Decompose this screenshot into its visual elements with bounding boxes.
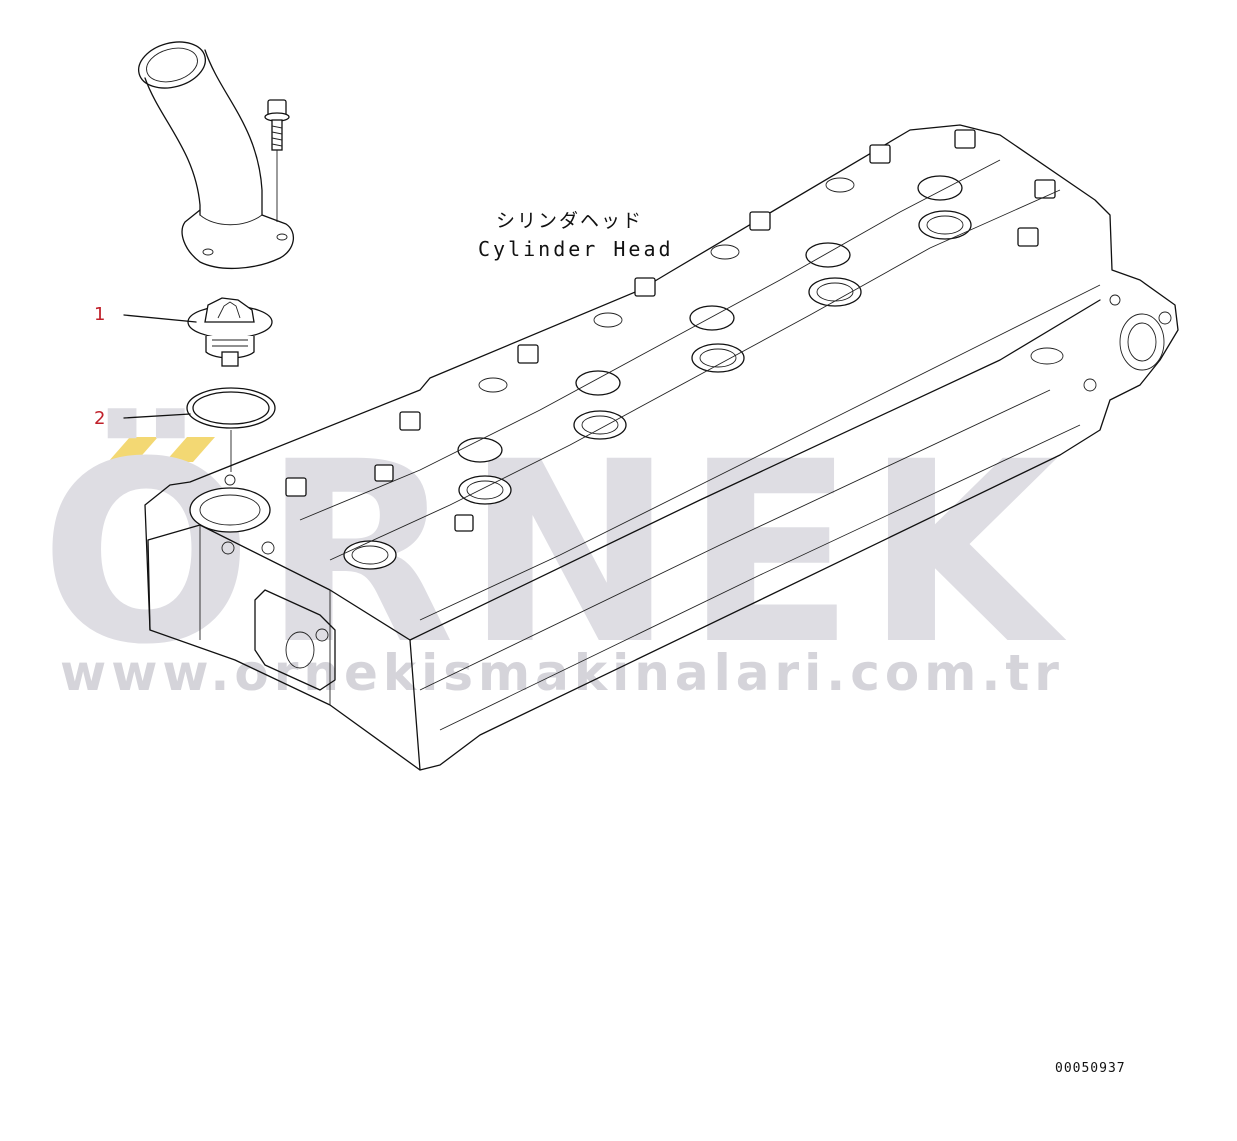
watermark-url: www.ornekismakinalari.com.tr [60,644,1064,702]
callout-number-1: 1 [94,304,105,325]
callout-1: 1 [94,304,197,325]
callout-number-2: 2 [94,408,105,429]
bolt [264,99,290,222]
thermostat [187,297,273,367]
cylinder-ports [343,175,972,570]
reference-number: 00050937 [1055,1061,1126,1076]
bosses [478,177,1172,393]
callout-2: 2 [94,408,191,429]
water-outlet-elbow [138,41,294,270]
cylinder-head [144,124,1179,771]
label-english: Cylinder Head [478,237,674,261]
watermark-accent [165,437,215,462]
label-japanese: シリンダヘッド [496,210,643,232]
watermark-accent [108,437,158,462]
watermark: ÖRNEK www.ornekismakinalari.com.tr [40,408,1064,702]
head-bolts [285,129,1056,532]
